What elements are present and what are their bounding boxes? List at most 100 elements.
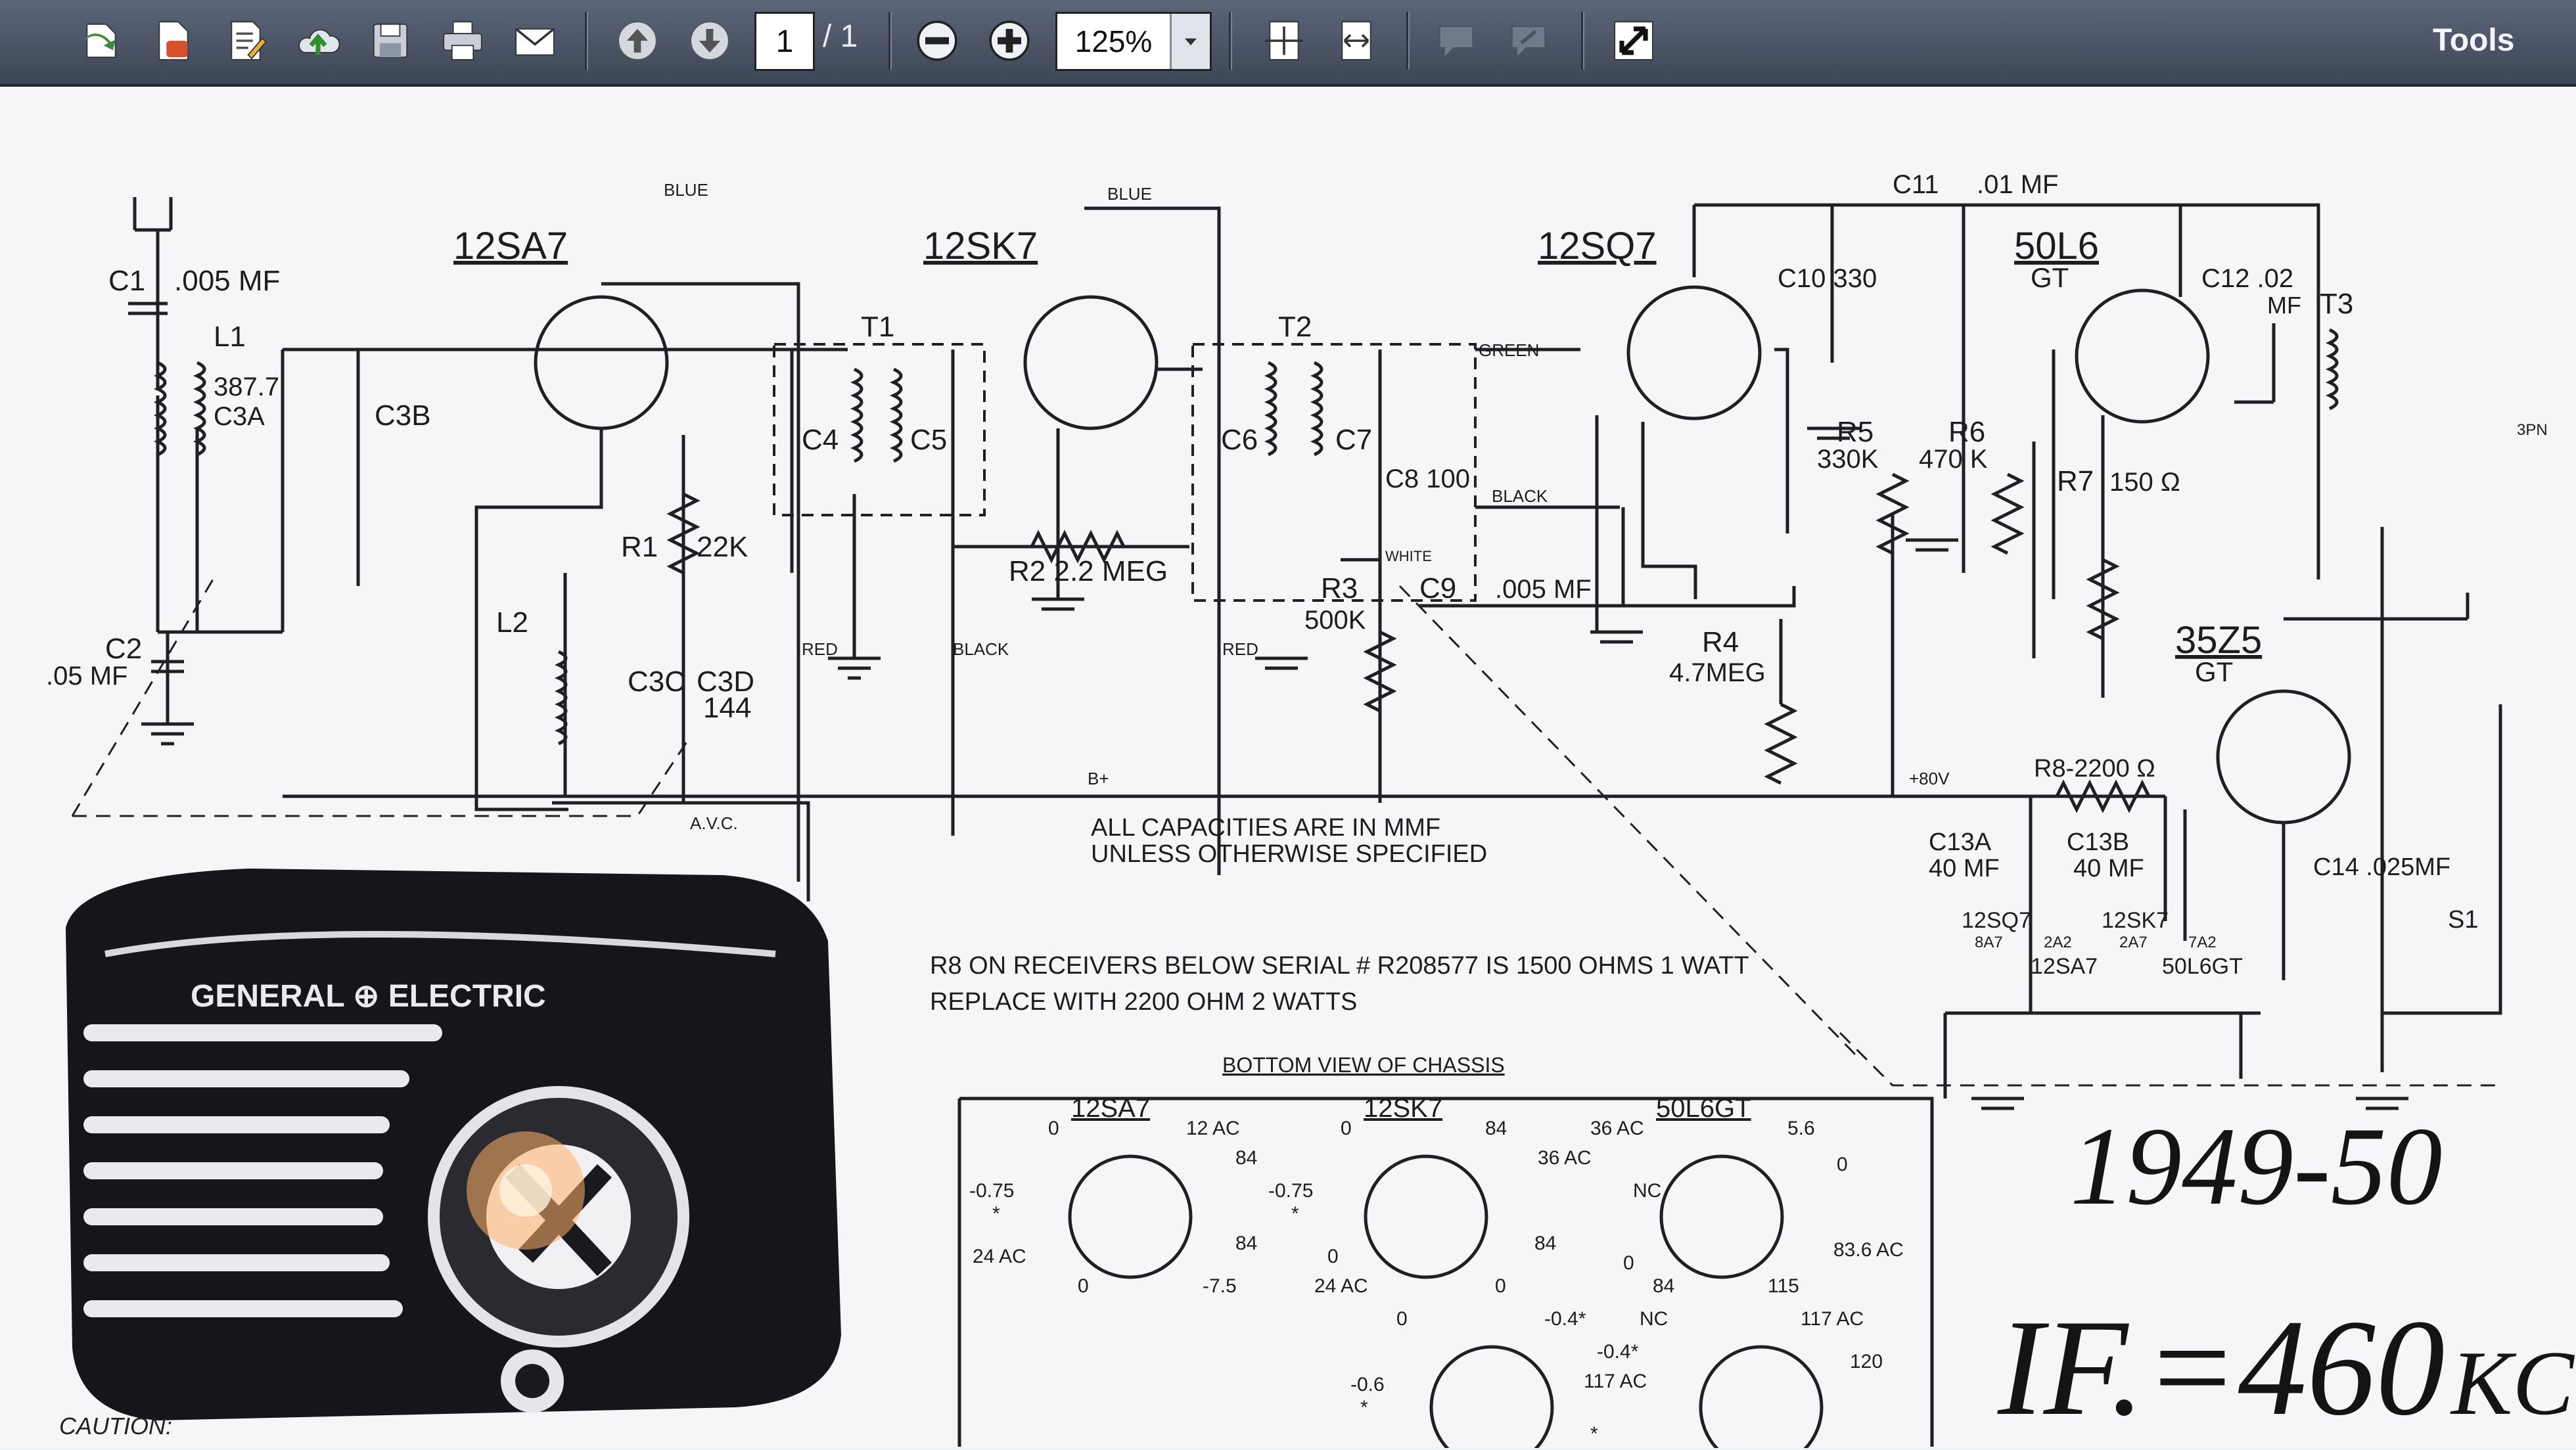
zoom-dropdown-button[interactable] [1170,14,1210,69]
schematic-coils [153,328,2339,746]
fit-width-button[interactable] [1326,11,1387,71]
fullscreen-button[interactable] [1603,11,1664,71]
heater-50l6gt: 50L6GT [2162,954,2243,979]
convert-button[interactable] [143,11,204,71]
label-r5-value: 330K [1817,445,1879,474]
print-button[interactable] [432,11,493,71]
label-c8: C8 100 [1385,464,1470,493]
save-icon [373,23,408,58]
page-total: / 1 [823,19,858,54]
label-r1-value: 22K [697,531,748,563]
socket-label: -0.6 [1350,1374,1385,1395]
socket-label: 0 [1396,1308,1408,1330]
socket-label: 84 [1235,1233,1257,1254]
label-l2: L2 [496,606,528,639]
save-button[interactable] [360,11,421,71]
socket-label: 117 AC [1801,1308,1864,1330]
label-c10: C10 330 [1778,264,1877,293]
schematic-labels: 12SA7 12SK7 12SQ7 50L6 GT 35Z5 GT C1 .00… [46,170,2548,934]
label-c3b: C3B [375,399,431,432]
upload-button[interactable] [288,11,348,71]
label-speaker: 3PN [2517,421,2548,439]
label-c13b: C13B [2067,828,2129,856]
label-c5: C5 [910,424,947,456]
radio-illustration: GENERAL ⊕ ELECTRIC [66,869,841,1420]
socket-label: -7.5 [1203,1275,1237,1297]
toolbar-separator [1406,12,1408,70]
page-number-input[interactable]: 1 [754,12,815,71]
label-c14: C14 .025MF [2313,853,2450,881]
schematic-diagram: 12SA7 12SK7 12SQ7 50L6 GT 35Z5 GT C1 .00… [46,170,2575,1448]
socket-label: 24 AC [973,1246,1026,1267]
heater-pin-4: 7A2 [2188,934,2217,951]
heater-pin-2: 2A2 [2044,934,2072,951]
toolbar-separator [888,12,890,70]
tube-35z5-suffix: GT [2195,656,2233,687]
note-bottom-view: BOTTOM VIEW OF CHASSIS [1222,1053,1505,1077]
tube-12sk7: 12SK7 [923,225,1038,267]
socket-label: * [1360,1397,1368,1418]
fit-page-icon [1265,21,1303,60]
tube-12sa7: 12SA7 [453,225,568,267]
zoom-select[interactable]: 125% [1055,12,1212,71]
radio-photo: GENERAL ⊕ ELECTRIC [53,862,867,1447]
toolbar-separator [1581,12,1583,70]
label-r3-value: 500K [1304,606,1366,635]
email-button[interactable] [505,11,565,71]
open-button[interactable] [71,11,131,71]
document-view: 12SA7 12SK7 12SQ7 50L6 GT 35Z5 GT C1 .00… [0,87,2576,1448]
label-r8: R8-2200 Ω [2034,755,2155,782]
toolbar-separator [1229,12,1231,70]
socket-label: NC [1633,1180,1661,1202]
socket-label: 0 [1341,1118,1352,1139]
label-t3: T3 [2320,288,2353,320]
tools-menu[interactable]: Tools [2433,23,2515,58]
label-c2: C2 [105,633,142,665]
socket-50l6gt-title: 50L6GT [1656,1094,1751,1123]
label-c12-mf: MF [2267,292,2301,319]
zoom-in-icon [989,20,1030,61]
label-t2: T2 [1278,311,1312,343]
toolbar: 1 / 1 125% Tools [0,0,2576,87]
socket-label: 0 [1078,1275,1089,1297]
prev-page-button[interactable] [607,11,668,71]
label-r7: R7 [2057,465,2094,497]
toolbar-separator [585,12,587,70]
schematic-grounds [141,426,2408,1110]
label-c3d: C3D [697,666,754,698]
label-c1: C1 [108,265,145,297]
label-r7-value: 150 Ω [2109,468,2180,497]
label-c2-value: .05 MF [46,662,127,691]
socket-label: 0 [1048,1118,1059,1139]
tube-50l6: 50L6 [2014,225,2099,267]
label-r4-value: 4.7MEG [1669,658,1766,687]
heater-12sa7: 12SA7 [2031,954,2098,979]
heater-12sk7: 12SK7 [2102,908,2169,933]
label-c13a-value: 40 MF [1929,855,2000,882]
socket-label: 84 [1653,1275,1674,1297]
radio-brand: GENERAL ⊕ ELECTRIC [191,979,546,1014]
comment-button[interactable] [1426,11,1486,71]
convert-icon [158,21,189,60]
zoom-out-button[interactable] [907,11,967,71]
next-page-button[interactable] [679,11,740,71]
heater-string: 12SQ7 12SK7 8A7 2A2 2A7 7A2 12SA7 50L6GT [1962,908,2243,979]
handwritten-notes: 1949-50 IF.=460 KC [1997,1104,2575,1444]
tube-50l6-suffix: GT [2031,262,2069,293]
socket-label: 36 AC [1590,1118,1644,1139]
zoom-in-button[interactable] [979,11,1040,71]
wire-avc: A.V.C. [690,813,738,833]
note-capacities-1: ALL CAPACITIES ARE IN MMF [1091,814,1440,842]
tube-35z5: 35Z5 [2175,619,2262,662]
label-c7: C7 [1335,424,1372,456]
label-c12: C12 .02 [2201,264,2293,293]
socket-label: 84 [1534,1233,1556,1254]
label-c3a: C3A [214,402,265,431]
markup-button[interactable] [1498,11,1559,71]
edit-button[interactable] [216,11,276,71]
wire-black-1: BLACK [1492,486,1548,506]
heater-pin-3: 2A7 [2119,934,2148,951]
fit-page-button[interactable] [1254,11,1314,71]
fullscreen-icon [1614,21,1653,60]
label-c13a: C13A [1929,828,1992,856]
